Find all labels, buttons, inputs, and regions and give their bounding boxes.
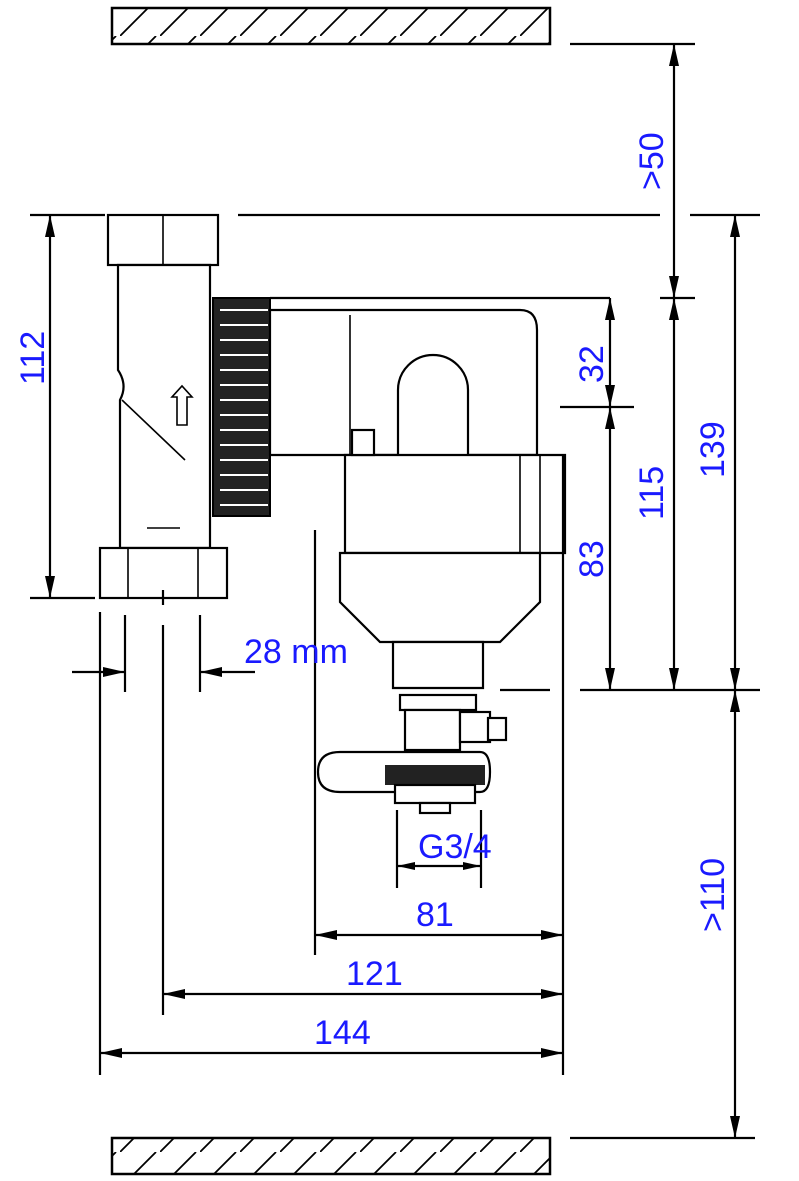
label-bottom-clearance: >110 <box>694 858 732 932</box>
bottom-wall <box>110 1136 552 1176</box>
label-115: 115 <box>633 466 671 520</box>
pipe-section <box>98 213 229 600</box>
label-121: 121 <box>346 955 403 993</box>
dimension-lines <box>48 44 737 1138</box>
top-wall <box>110 6 552 46</box>
label-81: 81 <box>416 896 454 934</box>
label-drain-thread: G3/4 <box>418 828 492 866</box>
label-83: 83 <box>573 540 611 578</box>
filter-body <box>212 297 567 815</box>
label-32: 32 <box>573 345 611 383</box>
label-top-clearance: >50 <box>633 132 671 190</box>
label-144: 144 <box>314 1014 371 1052</box>
label-139: 139 <box>694 421 732 478</box>
label-pipe-height: 112 <box>14 331 52 385</box>
label-pipe-size: 28 mm <box>244 633 348 671</box>
extension-lines <box>30 42 760 1140</box>
arrowheads <box>45 44 740 1138</box>
